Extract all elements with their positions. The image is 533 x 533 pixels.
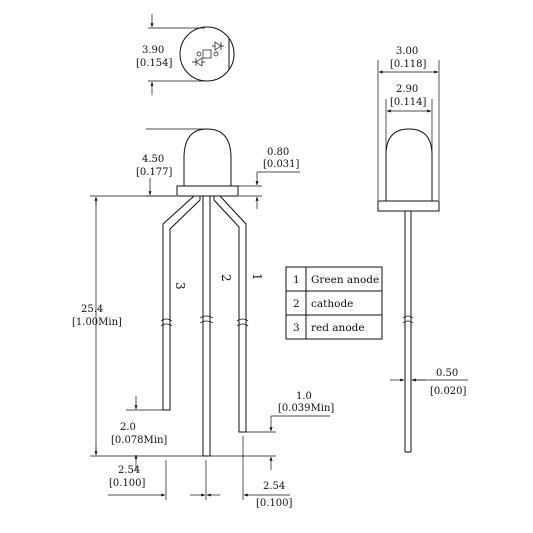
pin-table-num-2: 2 [293,298,300,310]
pitch-left-in: [0.100] [109,478,146,489]
lead-number-3: 3 [173,282,187,290]
pin-table-desc-1: Green anode [311,274,379,286]
lead-number-2: 2 [219,274,233,282]
body-diameter-in: [0.154] [136,58,173,69]
pin-table-desc-3: red anode [311,322,365,334]
lead-width-in: [0.020] [430,386,467,397]
dome-height-in: [0.177] [136,167,173,178]
flange-thickness-in: [0.031] [263,159,300,170]
lead-length-mm: 25.4 [81,304,103,315]
lead3-offset-in: [0.078Min] [111,435,167,446]
side-view [377,60,468,453]
lead3-offset-mm: 2.0 [120,422,136,433]
lens-width-in: [0.114] [390,97,427,108]
pin-table-num-3: 3 [293,322,300,334]
lead1-offset-in: [0.039Min] [278,403,334,414]
lead1-offset-mm: 1.0 [296,391,312,402]
lead-number-1: 1 [250,273,264,281]
pitch-right-mm: 2.54 [263,481,285,492]
lead-length-in: [1.00Min] [72,317,122,328]
lead-width-mm: 0.50 [436,368,458,379]
dome-height-mm: 4.50 [142,154,164,165]
pin-table-num-1: 1 [293,274,300,286]
pitch-left-mm: 2.54 [118,465,140,476]
pin-table-desc-2: cathode [311,298,353,310]
pitch-right-in: [0.100] [256,498,293,509]
pin-table [285,266,383,340]
flange-thickness-mm: 0.80 [267,147,289,158]
body-diameter-mm: 3.90 [142,45,164,56]
flange-width-mm: 3.00 [396,46,418,57]
flange-width-in: [0.118] [390,59,427,70]
front-view [90,128,330,500]
lens-width-mm: 2.90 [396,84,418,95]
top-view [148,14,235,95]
